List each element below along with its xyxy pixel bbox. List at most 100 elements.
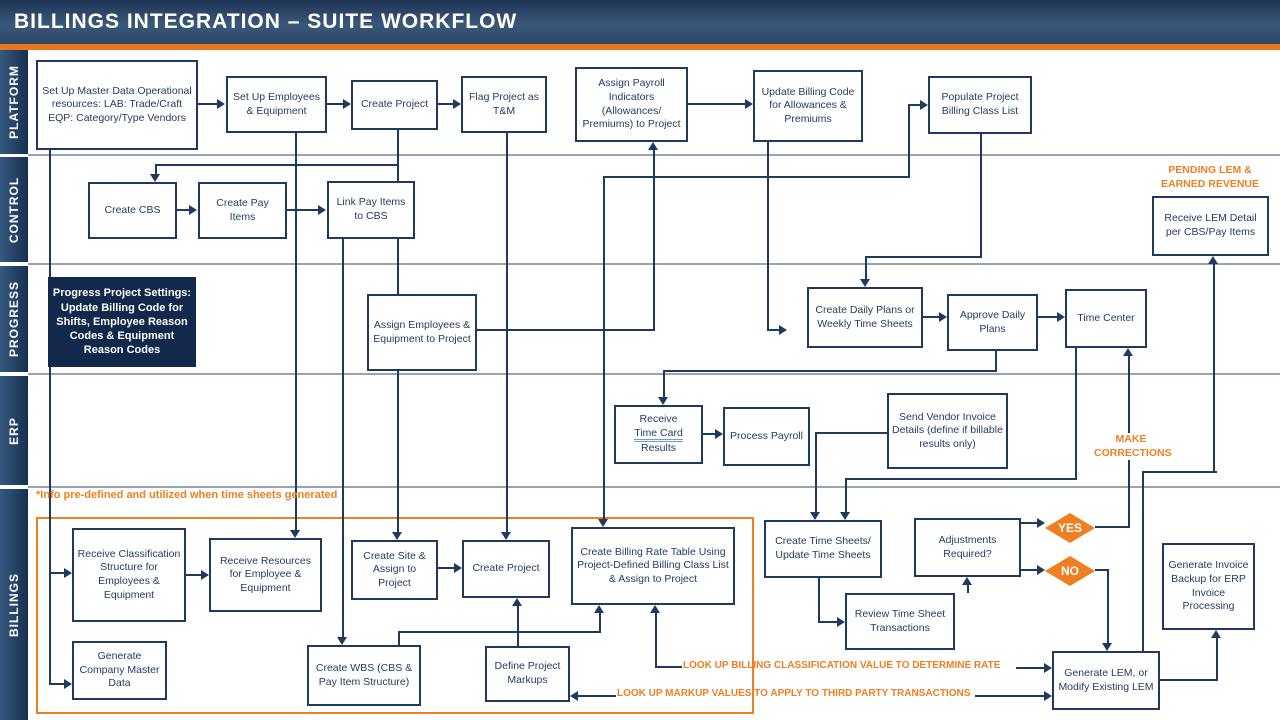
flow-line xyxy=(980,134,982,258)
arrowhead xyxy=(1037,518,1045,528)
flow-line xyxy=(578,695,616,697)
node-create-pay-items: Create Pay Items xyxy=(198,182,287,239)
flow-line xyxy=(655,612,657,668)
arrowhead xyxy=(454,563,462,573)
node-generate-invoice-backup: Generate Invoice Backup for ERP Invoice … xyxy=(1162,543,1255,630)
arrowhead xyxy=(810,512,820,520)
flow-line xyxy=(49,683,65,685)
flow-line xyxy=(599,612,601,633)
flow-line xyxy=(975,695,1045,697)
flow-line xyxy=(295,133,297,530)
lane-divider xyxy=(28,486,1280,488)
arrowhead xyxy=(1211,630,1221,638)
arrowhead xyxy=(318,205,326,215)
flow-line xyxy=(438,567,455,569)
flow-line xyxy=(865,256,867,279)
node-approve-daily-plans: Approve Daily Plans xyxy=(947,294,1038,351)
node-receive-classification-structure: Receive Classification Structure for Emp… xyxy=(72,528,186,622)
arrowhead xyxy=(745,99,753,109)
node-flag-project-tm: Flag Project as T&M xyxy=(461,76,547,133)
pending-lem-label: PENDING LEM & EARNED REVENUE xyxy=(1160,164,1260,190)
arrowhead xyxy=(290,530,300,538)
flow-line xyxy=(908,104,910,178)
flow-line xyxy=(818,621,838,623)
node-create-billing-rate-table: Create Billing Rate Table Using Project-… xyxy=(571,527,735,605)
node-setup-master-data: Set Up Master Data Operational resources… xyxy=(36,60,198,150)
lane-divider xyxy=(28,373,1280,375)
arrowhead xyxy=(594,605,604,613)
lookup-markup-label: LOOK UP MARKUP VALUES TO APPLY TO THIRD … xyxy=(617,688,971,699)
flow-line xyxy=(186,574,202,576)
arrowhead xyxy=(962,577,972,585)
flow-line xyxy=(1021,569,1038,571)
node-send-vendor-invoice: Send Vendor Invoice Details (define if b… xyxy=(887,393,1008,469)
flow-line xyxy=(818,578,820,623)
arrowhead xyxy=(1057,312,1065,322)
flow-line xyxy=(506,133,508,532)
arrowhead xyxy=(779,325,787,335)
arrowhead xyxy=(658,397,668,405)
node-setup-employees-equipment: Set Up Employees & Equipment xyxy=(226,76,327,133)
node-create-wbs: Create WBS (CBS & Pay Item Structure) xyxy=(307,645,421,706)
arrowhead xyxy=(840,512,850,520)
flow-line xyxy=(1142,471,1144,651)
arrowhead xyxy=(860,279,870,287)
flow-line xyxy=(398,631,400,645)
flow-line xyxy=(967,584,969,593)
lane-label-text: BILLINGS xyxy=(7,572,21,637)
node-assign-employees-to-project: Assign Employees & Equipment to Project xyxy=(367,294,477,371)
flow-line xyxy=(1107,569,1109,644)
node-adjustments-required: Adjustments Required? xyxy=(914,518,1021,577)
billings-predefined-region xyxy=(36,517,754,714)
flow-line xyxy=(845,478,1076,480)
flow-line xyxy=(767,329,780,331)
arrowhead xyxy=(648,142,658,150)
arrowhead xyxy=(453,99,461,109)
node-create-project-billings: Create Project xyxy=(462,540,550,598)
flow-line xyxy=(815,432,887,434)
flow-line xyxy=(767,142,769,331)
node-create-cbs: Create CBS xyxy=(88,182,177,239)
node-populate-billing-class-list: Populate Project Billing Class List xyxy=(928,76,1032,134)
arrowhead xyxy=(150,174,160,182)
node-define-project-markups: Define Project Markups xyxy=(485,646,570,702)
arrowhead xyxy=(1123,348,1133,356)
flow-line xyxy=(815,432,817,513)
node-review-time-sheet-transactions: Review Time Sheet Transactions xyxy=(845,593,955,650)
flow-line xyxy=(653,150,655,331)
arrowhead xyxy=(337,637,347,645)
arrowhead xyxy=(715,429,723,439)
flow-line xyxy=(49,150,51,684)
decision-yes: YES xyxy=(1045,513,1095,543)
arrowhead xyxy=(1208,256,1218,264)
decision-no: NO xyxy=(1045,556,1095,586)
flow-line xyxy=(1016,667,1045,669)
arrowhead xyxy=(1037,565,1045,575)
header-bar: BILLINGS INTEGRATION – SUITE WORKFLOW xyxy=(0,0,1280,44)
node-assign-payroll-indicators: Assign Payroll Indicators (Allowances/ P… xyxy=(575,67,688,142)
flow-line xyxy=(865,256,982,258)
flow-line xyxy=(155,164,398,166)
lookup-billing-label: LOOK UP BILLING CLASSIFICATION VALUE TO … xyxy=(683,660,1001,671)
lane-label-progress: PROGRESS xyxy=(0,266,28,372)
node-generate-modify-lem: Generate LEM, or Modify Existing LEM xyxy=(1052,651,1160,710)
arrowhead xyxy=(939,312,947,322)
flow-line xyxy=(663,370,996,372)
flow-line xyxy=(923,316,940,318)
node-time-center: Time Center xyxy=(1065,289,1147,348)
flow-line xyxy=(1142,471,1217,473)
lane-label-control: CONTROL xyxy=(0,157,28,262)
time-card-link-text: Time Card xyxy=(634,427,683,443)
lane-label-erp: ERP xyxy=(0,376,28,485)
page-title: BILLINGS INTEGRATION – SUITE WORKFLOW xyxy=(14,10,518,33)
info-note: *Info pre-defined and utilized when time… xyxy=(36,489,338,501)
node-create-update-time-sheets: Create Time Sheets/ Update Time Sheets xyxy=(764,520,882,578)
arrowhead xyxy=(512,598,522,606)
node-link-pay-items-cbs: Link Pay Items to CBS xyxy=(327,181,415,239)
arrowhead xyxy=(920,100,928,110)
node-generate-company-master-data: Generate Company Master Data xyxy=(72,641,167,700)
arrowhead xyxy=(1044,691,1052,701)
arrowhead xyxy=(501,532,511,540)
node-progress-project-settings: Progress Project Settings: Update Billin… xyxy=(48,277,196,367)
flow-line xyxy=(995,348,997,372)
